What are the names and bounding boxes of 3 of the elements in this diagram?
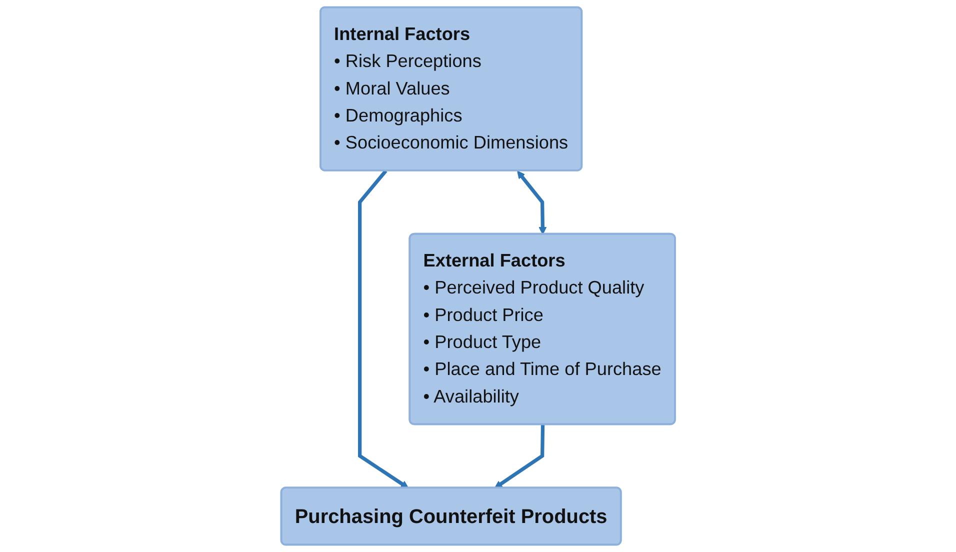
arrow — [358, 170, 409, 488]
arrow — [516, 170, 547, 235]
arrow — [494, 424, 544, 488]
